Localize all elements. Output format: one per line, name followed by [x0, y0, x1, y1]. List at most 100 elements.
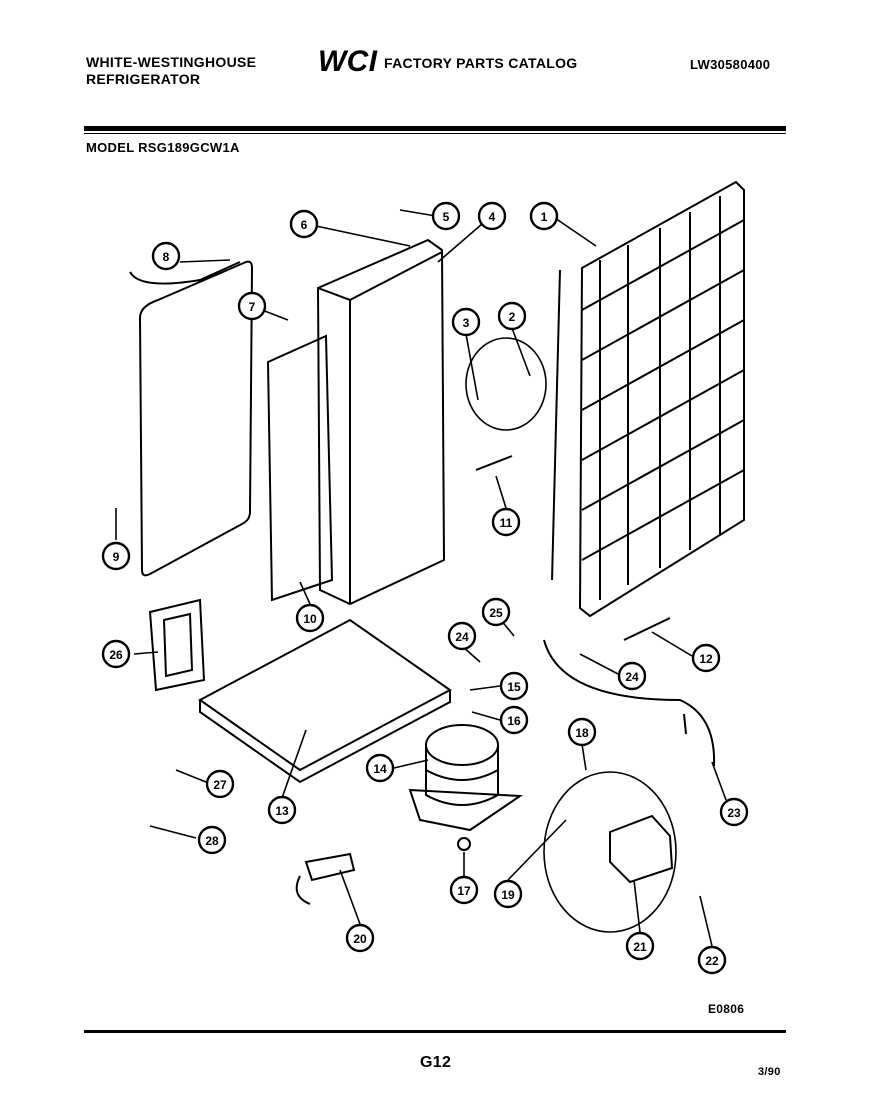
sensor-part	[475, 455, 513, 471]
compressor	[408, 724, 524, 851]
callout-label: 4	[489, 210, 496, 224]
callout-2: 2	[497, 301, 527, 331]
callout-label: 21	[633, 940, 647, 954]
callout-circle	[267, 795, 297, 825]
detail-circle	[543, 771, 677, 933]
callout-label: 6	[301, 218, 308, 232]
callout-circle	[197, 825, 227, 855]
callout-9: 9	[101, 541, 131, 571]
callout-label: 5	[443, 210, 450, 224]
callout-circle	[499, 671, 529, 701]
header-rule-thin	[84, 133, 786, 134]
callout-circle	[345, 923, 375, 953]
filter-panel	[266, 334, 334, 602]
callout-circle	[481, 597, 511, 627]
condenser-coil	[551, 180, 745, 618]
brand-block: WHITE-WESTINGHOUSE REFRIGERATOR	[86, 54, 256, 88]
callout-label: 1	[541, 210, 548, 224]
callout-circle	[151, 241, 181, 271]
callout-circle	[719, 797, 749, 827]
revision-date: 3/90	[758, 1066, 781, 1078]
callout-circle	[295, 603, 325, 633]
header-rule	[84, 126, 786, 131]
callout-28: 28	[197, 825, 227, 855]
callout-14: 14	[365, 753, 395, 783]
callout-label: 9	[113, 550, 120, 564]
callout-label: 24	[625, 670, 639, 684]
callout-22: 22	[697, 945, 727, 975]
callout-circle	[451, 307, 481, 337]
figure-code: E0806	[708, 1002, 745, 1016]
callout-circle	[697, 945, 727, 975]
product-type: REFRIGERATOR	[86, 71, 201, 87]
callout-label: 7	[249, 300, 256, 314]
callout-circle	[691, 643, 721, 673]
callout-circle	[365, 753, 395, 783]
callout-label: 23	[727, 806, 741, 820]
relay-cover	[609, 814, 674, 884]
callout-circle	[237, 291, 267, 321]
evaporator	[316, 238, 446, 606]
callout-label: 2	[509, 310, 516, 324]
callout-25: 25	[481, 597, 511, 627]
power-cord	[543, 639, 716, 767]
base-tray	[198, 618, 452, 784]
callout-3: 3	[451, 307, 481, 337]
callout-24: 24	[447, 621, 477, 651]
callout-27: 27	[205, 769, 235, 799]
callout-circle	[205, 769, 235, 799]
callout-26: 26	[101, 639, 131, 669]
callout-13: 13	[267, 795, 297, 825]
logo-text: WCI	[318, 45, 378, 76]
callout-15: 15	[499, 671, 529, 701]
cord-clip	[295, 852, 356, 905]
callout-19: 19	[493, 879, 523, 909]
callout-label: 18	[575, 726, 589, 740]
callout-20: 20	[345, 923, 375, 953]
callout-16: 16	[499, 705, 529, 735]
callout-5: 5	[431, 201, 461, 231]
callout-24: 24	[617, 661, 647, 691]
callout-12: 12	[691, 643, 721, 673]
model-number: MODEL RSG189GCW1A	[86, 140, 240, 155]
callout-circle	[449, 875, 479, 905]
callout-label: 22	[705, 954, 719, 968]
callout-circle	[289, 209, 319, 239]
callout-label: 24	[455, 630, 469, 644]
callout-7: 7	[237, 291, 267, 321]
callout-label: 10	[303, 612, 317, 626]
callout-label: 3	[463, 316, 470, 330]
page-number: G12	[420, 1054, 452, 1071]
callout-label: 14	[373, 762, 387, 776]
callout-circle	[477, 201, 507, 231]
callout-circle	[491, 507, 521, 537]
callout-label: 11	[500, 516, 513, 530]
callout-18: 18	[567, 717, 597, 747]
callout-label: 8	[163, 250, 170, 264]
callout-label: 28	[205, 834, 219, 848]
callout-label: 17	[457, 884, 471, 898]
catalog-number: LW30580400	[690, 57, 771, 72]
bracket	[148, 598, 206, 692]
callout-label: 15	[507, 680, 521, 694]
callout-label: 26	[109, 648, 123, 662]
leader-lines	[115, 209, 727, 947]
callout-4: 4	[477, 201, 507, 231]
callout-label: 16	[507, 714, 521, 728]
callout-label: 27	[213, 778, 227, 792]
callout-circle	[499, 705, 529, 735]
callout-circle	[567, 717, 597, 747]
callout-circle	[497, 301, 527, 331]
callout-label: 20	[353, 932, 367, 946]
detail-circle-small	[465, 337, 547, 431]
callout-label: 25	[489, 606, 503, 620]
callout-8: 8	[151, 241, 181, 271]
callout-23: 23	[719, 797, 749, 827]
callout-circle	[625, 931, 655, 961]
callout-circle	[493, 879, 523, 909]
footer-rule	[84, 1030, 786, 1033]
callout-circle	[431, 201, 461, 231]
callout-1: 1	[529, 201, 559, 231]
drier-rod	[623, 617, 671, 641]
